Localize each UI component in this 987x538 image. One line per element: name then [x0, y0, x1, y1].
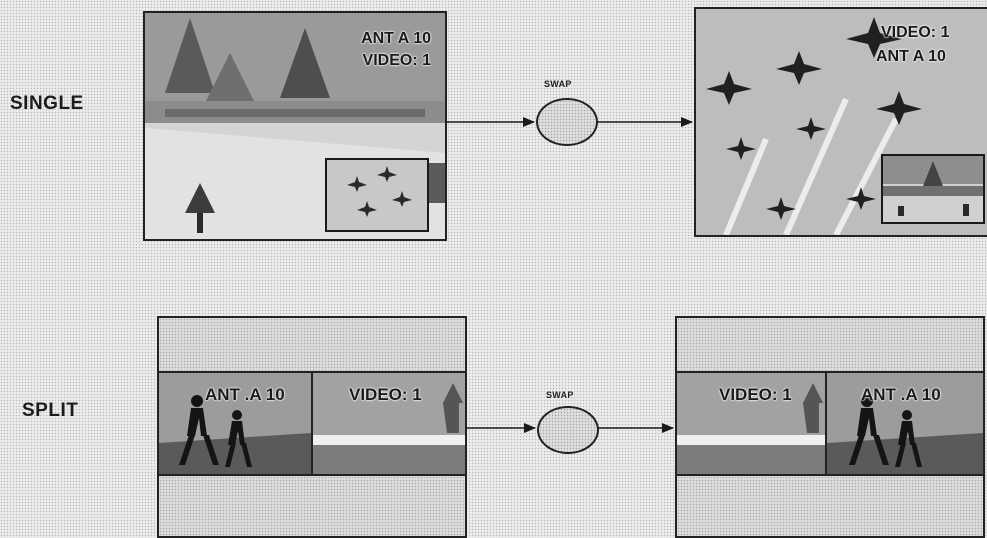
connector-arrows — [0, 0, 987, 531]
